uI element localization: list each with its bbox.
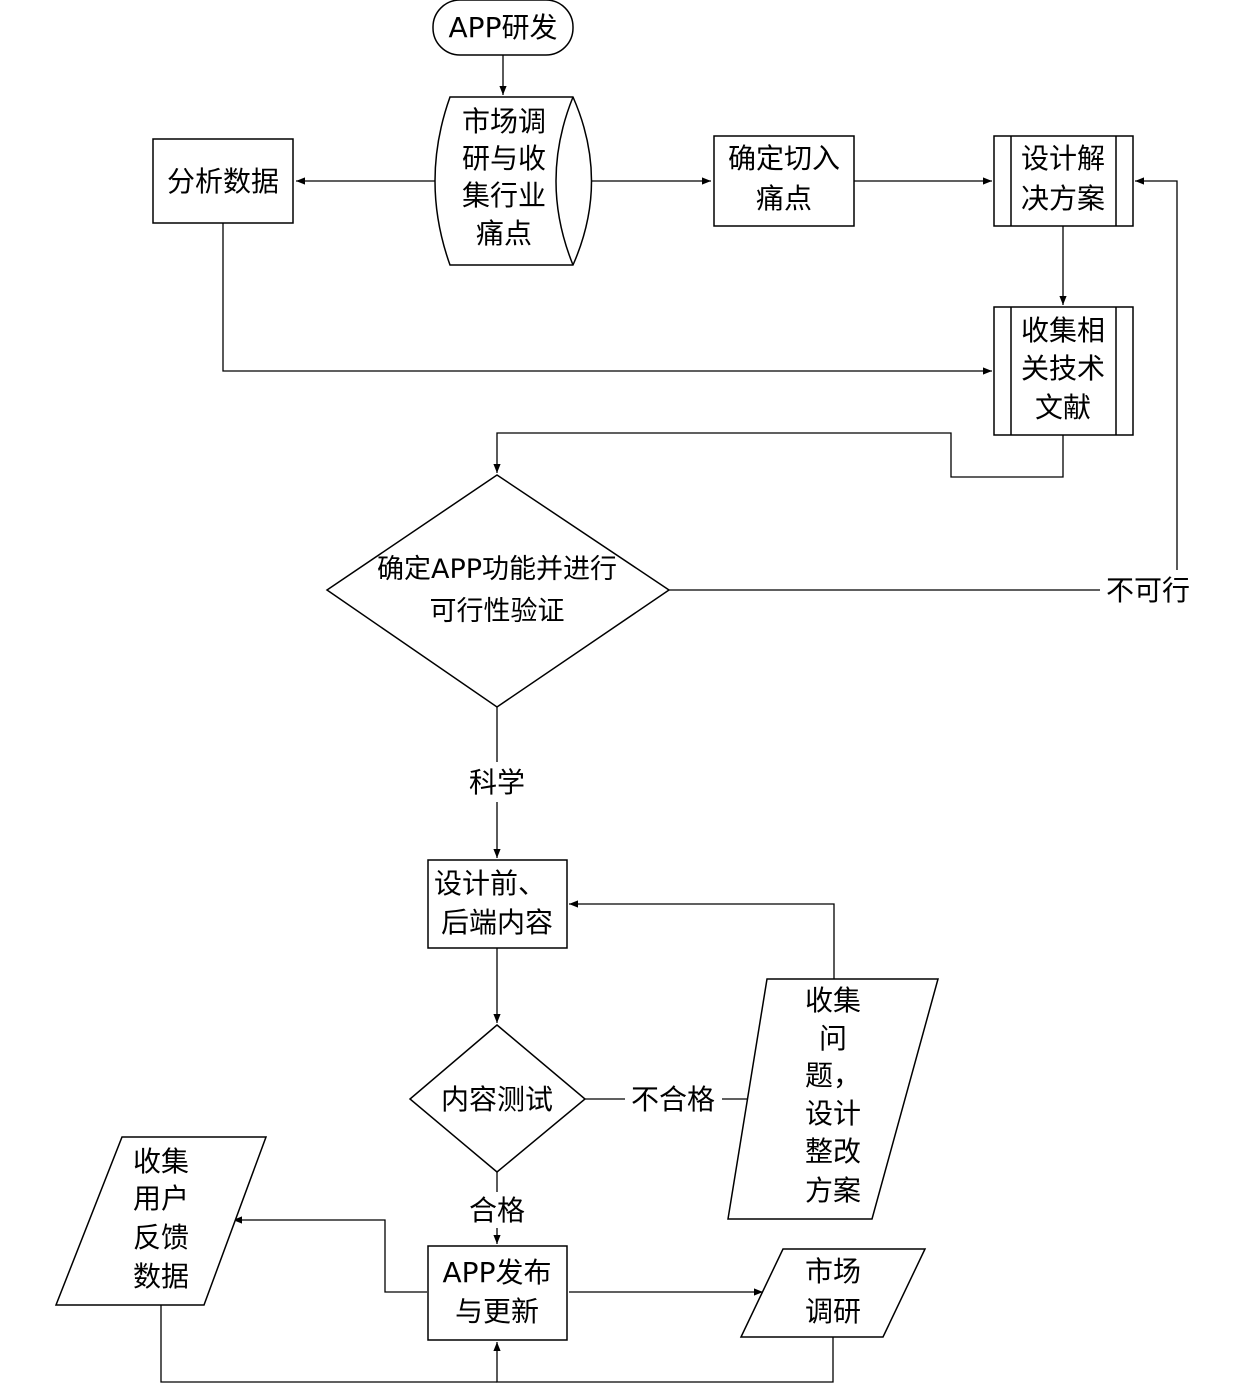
edge-release-to-feedback [233, 1216, 427, 1293]
feasibility-line-2: 可行性验证 [430, 596, 565, 627]
market-research-line-1: 市场调 [462, 105, 546, 138]
node-user-feedback [54, 1136, 268, 1306]
market-research-line-3: 集行业 [462, 179, 546, 212]
edge-notfeasible-return [1135, 177, 1178, 570]
user-feedback-line-4: 数据 [133, 1260, 189, 1293]
user-feedback-line-3: 反馈 [133, 1221, 189, 1254]
content-test-label: 内容测试 [441, 1083, 553, 1116]
analyze-data-label: 分析数据 [167, 165, 279, 198]
collect-issues-line-1: 收集 [805, 984, 861, 1017]
collect-issues-line-5: 整改 [805, 1135, 861, 1168]
node-analyze-data [152, 138, 294, 224]
edge-survey-to-release [493, 1337, 834, 1383]
collect-issues-line-4: 设计 [805, 1097, 861, 1130]
collect-issues-line-6: 方案 [805, 1174, 861, 1207]
edge-label-scientific: 科学 [469, 766, 525, 799]
node-market-research-curve [555, 96, 574, 266]
edge-analyze-to-literature [222, 223, 992, 375]
collect-issues-line-3: 题， [805, 1059, 861, 1092]
edge-label-fail: 不合格 [631, 1083, 715, 1116]
feasibility-line-1: 确定APP功能并进行 [377, 554, 617, 585]
design-solution-line-2: 决方案 [1021, 182, 1105, 215]
market-research-line-2: 研与收 [462, 142, 546, 175]
node-feasibility [325, 474, 671, 708]
start-label: APP研发 [449, 11, 558, 44]
market-survey-line-2: 调研 [805, 1295, 861, 1328]
release-line-2: 与更新 [455, 1295, 539, 1328]
design-content-line-1: 设计前、 [434, 867, 546, 900]
edge-label-pass: 合格 [469, 1194, 525, 1227]
node-content-test [408, 1024, 587, 1173]
node-collect-issues [727, 978, 939, 1220]
node-market-survey [739, 1248, 927, 1338]
node-design-content [427, 859, 568, 949]
release-line-1: APP发布 [443, 1256, 552, 1289]
market-research-line-4: 痛点 [476, 217, 532, 250]
node-release [427, 1245, 568, 1341]
design-solution-line-1: 设计解 [1021, 142, 1105, 175]
user-feedback-line-2: 用户 [133, 1182, 189, 1215]
edge-literature-to-feasibility [493, 432, 1064, 478]
edge-label-not-feasible: 不可行 [1106, 574, 1190, 607]
edge-issues-to-content [569, 900, 835, 980]
design-content-line-2: 后端内容 [441, 906, 553, 939]
node-pain-points [713, 135, 855, 227]
edge-feedback-to-release [160, 1305, 497, 1383]
collect-issues-line-2: 问 [819, 1022, 847, 1055]
node-design-solution [993, 135, 1134, 227]
pain-points-line-2: 痛点 [756, 182, 812, 215]
collect-literature-line-3: 文献 [1035, 391, 1091, 424]
node-start [432, 0, 574, 56]
node-collect-literature [993, 306, 1134, 436]
collect-literature-line-1: 收集相 [1021, 314, 1105, 347]
collect-literature-line-2: 关技术 [1021, 352, 1105, 385]
pain-points-line-1: 确定切入 [728, 142, 840, 175]
user-feedback-line-1: 收集 [133, 1145, 189, 1178]
market-survey-line-1: 市场 [805, 1255, 861, 1288]
